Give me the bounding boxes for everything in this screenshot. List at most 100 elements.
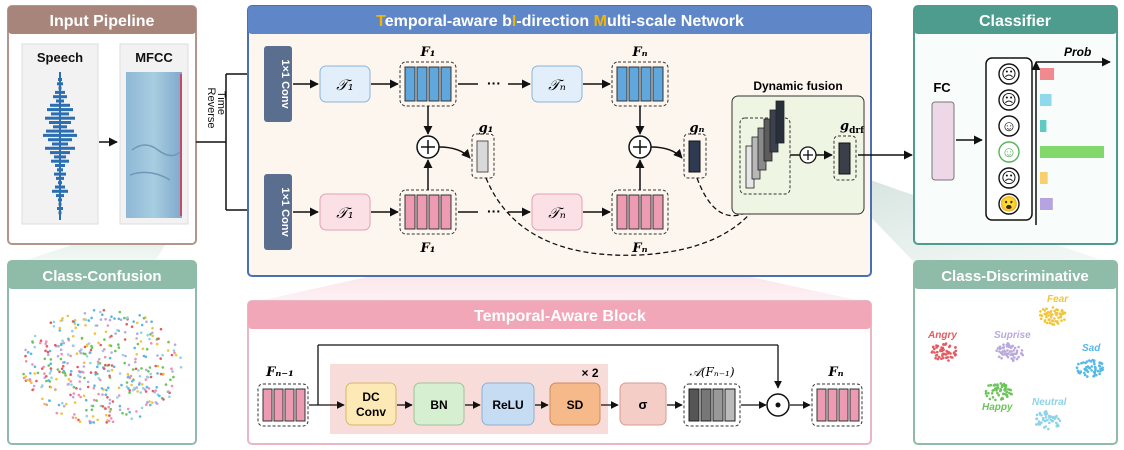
confusion-point <box>128 389 131 392</box>
confusion-point <box>104 363 107 367</box>
confusion-point <box>111 400 115 403</box>
confusion-point <box>148 337 151 341</box>
confusion-point <box>145 320 148 324</box>
cluster-point <box>1060 319 1063 322</box>
confusion-point <box>125 322 128 326</box>
confusion-point <box>174 353 178 357</box>
cluster-point <box>1009 345 1012 348</box>
cluster-point <box>1015 349 1019 353</box>
svg-text:SD: SD <box>567 398 584 412</box>
confusion-point <box>89 361 92 365</box>
confusion-point <box>50 376 53 380</box>
cluster-point <box>1006 342 1010 345</box>
confusion-point <box>43 372 46 375</box>
tab-input-feature-map-bar <box>295 388 306 422</box>
emotion-face-glyph: 😮 <box>1000 195 1019 213</box>
mfcc-label: MFCC <box>135 50 173 65</box>
cluster-point <box>940 346 943 349</box>
fn-bottom-label: Fₙ <box>631 241 647 256</box>
confusion-point <box>142 316 146 320</box>
confusion-point <box>95 399 98 402</box>
confusion-point <box>58 329 62 332</box>
cluster-point <box>1045 312 1049 315</box>
confusion-point <box>24 354 27 358</box>
confusion-point <box>133 346 136 350</box>
cluster-point <box>1084 369 1087 372</box>
cluster-point <box>987 391 990 395</box>
cluster-point <box>1051 306 1055 309</box>
cluster-point <box>1001 384 1004 387</box>
gdrf-label: gdrf <box>840 119 865 136</box>
confusion-point <box>71 320 75 323</box>
waveform-bar <box>58 211 62 215</box>
confusion-point <box>135 386 139 389</box>
cluster-point <box>991 389 994 392</box>
confusion-point <box>140 367 143 370</box>
confusion-point <box>39 341 42 345</box>
confusion-point <box>89 371 93 374</box>
confusion-point <box>94 373 97 376</box>
waveform-bar <box>51 159 69 163</box>
cluster-point <box>1076 369 1080 373</box>
confusion-point <box>61 371 65 374</box>
cluster-point <box>1002 343 1005 347</box>
tab-output-feature-map <box>816 388 860 422</box>
cluster-point <box>1053 317 1056 320</box>
confusion-point <box>116 328 119 332</box>
conv-bottom <box>264 174 292 250</box>
confusion-point <box>136 332 139 336</box>
neutral-label: Neutral <box>1032 397 1067 408</box>
confusion-point <box>144 378 148 381</box>
repeat-label: × 2 <box>581 366 598 380</box>
confusion-point <box>29 352 33 356</box>
cluster-point <box>1011 354 1015 357</box>
cluster-point <box>999 388 1002 391</box>
cluster-point <box>936 344 940 348</box>
cluster-point <box>995 386 999 390</box>
confusion-point <box>82 352 85 355</box>
confusion-point <box>110 351 113 354</box>
confusion-point <box>67 353 70 356</box>
cluster-point <box>1049 415 1052 418</box>
confusion-point <box>149 403 152 407</box>
cluster-point <box>1057 417 1060 421</box>
confusion-point <box>104 317 107 321</box>
confusion-point <box>148 400 151 403</box>
svg-text:1×1 Conv: 1×1 Conv <box>279 187 291 237</box>
confusion-point <box>129 374 133 378</box>
confusion-point <box>156 354 159 357</box>
cluster-point <box>934 354 938 357</box>
confusion-point <box>90 346 94 349</box>
confusion-point <box>154 389 157 392</box>
waveform-bar <box>49 121 71 124</box>
confusion-point <box>159 357 162 360</box>
confusion-point <box>42 365 45 369</box>
confusion-point <box>149 333 152 336</box>
cluster-point <box>1096 369 1100 373</box>
confusion-point <box>45 340 48 343</box>
cluster-point <box>1093 371 1097 375</box>
cluster-point <box>1048 421 1051 425</box>
cluster-point <box>1098 364 1101 367</box>
confusion-point <box>159 372 163 376</box>
confusion-point <box>114 332 117 335</box>
confusion-point <box>110 368 114 372</box>
cluster-point <box>1052 415 1055 419</box>
cluster-point <box>931 350 934 353</box>
tab-output-label: Fₙ <box>827 365 843 380</box>
dc-conv-block <box>345 382 397 426</box>
confusion-point <box>109 417 113 420</box>
confusion-point <box>85 408 88 412</box>
confusion-point <box>39 339 43 343</box>
confusion-point <box>56 355 60 358</box>
confusion-point <box>91 415 95 418</box>
f1-bottom-feature-map-bar <box>428 194 440 230</box>
cluster-point <box>1055 311 1059 315</box>
confusion-point <box>107 369 111 373</box>
emotion-face-glyph: ☺ <box>1001 118 1016 135</box>
tab-input-feature-map <box>262 388 306 422</box>
confusion-point <box>61 401 64 405</box>
cluster-point <box>1006 349 1009 352</box>
cluster-point <box>1044 416 1048 419</box>
confusion-point <box>43 402 46 406</box>
